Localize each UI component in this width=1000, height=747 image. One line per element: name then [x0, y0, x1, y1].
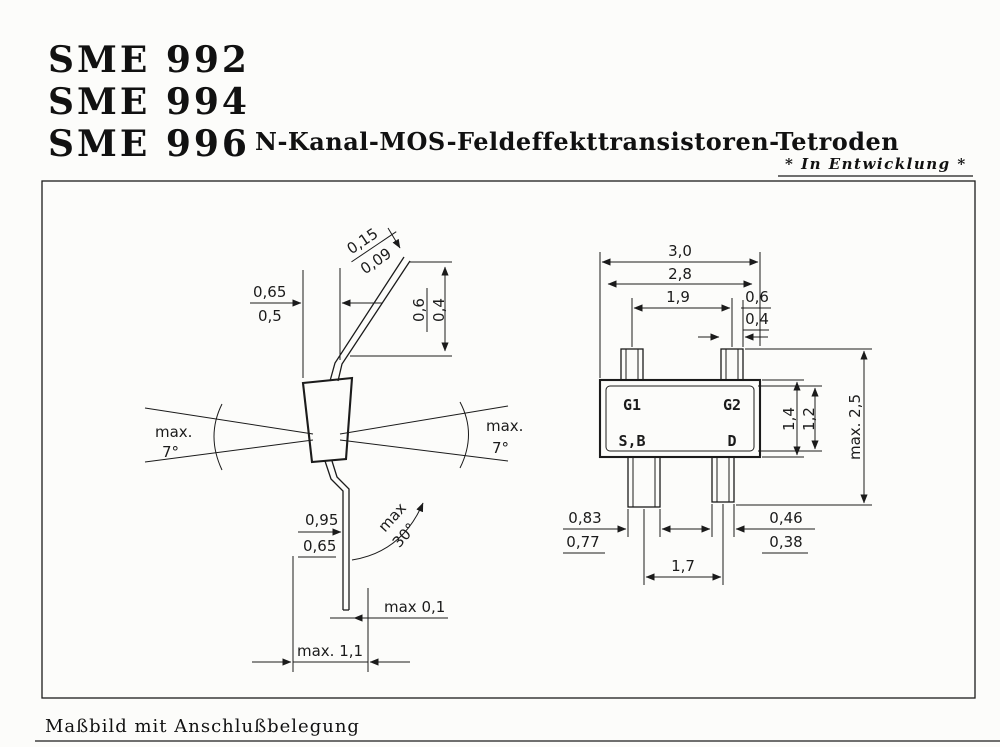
top-pin-width-min: 0,4 — [745, 310, 769, 328]
side-top-lead — [329, 256, 411, 382]
d-pin-width-min: 0,38 — [769, 533, 802, 551]
pin-label-sb: S,B — [618, 432, 645, 450]
pin-sb-lead — [627, 456, 661, 508]
side-view: 0,15 0,09 0,65 0,5 0,6 0,4 — [144, 224, 523, 672]
bottom-pin-pitch: 1,7 — [671, 557, 695, 575]
dim-lead-length-max: 0,6 — [410, 298, 428, 322]
pin-g1-lead — [620, 348, 644, 381]
dim-lead-width: 0,65 0,5 — [250, 268, 382, 378]
tilt-left-angle: 7° — [162, 443, 179, 461]
dim-lead-width-max: 0,65 — [253, 283, 286, 301]
pin-g2-lead — [720, 348, 744, 381]
dim-body-width: 3,0 2,8 — [599, 242, 761, 378]
total-height-label: max. 1,1 — [297, 642, 363, 660]
side-body-outline — [301, 376, 354, 464]
top-body-inner — [605, 385, 755, 452]
dim-tilt-right: max. 7° — [339, 401, 523, 469]
drawing-frame — [41, 180, 976, 699]
dim-bend-angle: max 30° — [351, 499, 424, 561]
model-number-2: SME 994 — [48, 81, 250, 123]
page-title: N-Kanal-MOS-Feldeffekttransistoren-Tetro… — [255, 127, 899, 156]
side-bottom-lead — [324, 460, 448, 619]
dim-lead-length-min: 0,4 — [430, 298, 448, 322]
pin-label-d: D — [727, 432, 736, 450]
top-pin-width-max: 0,6 — [745, 288, 769, 306]
dim-lead-thickness: 0,15 0,09 — [344, 224, 401, 278]
dim-top-pin-width: 0,6 0,4 — [698, 288, 771, 347]
top-pin-pitch: 1,9 — [666, 288, 690, 306]
dim-foot-length: 0,95 0,65 — [298, 511, 342, 558]
dim-sb-pin-width: 0,83 0,77 — [563, 509, 692, 554]
dim-foot-length-min: 0,65 — [303, 537, 336, 555]
sb-pin-width-min: 0,77 — [566, 533, 599, 551]
standoff-label: max 0,1 — [384, 598, 445, 616]
footer: Maßbild mit Anschlußbelegung — [35, 716, 1000, 742]
pin-label-g1: G1 — [623, 396, 641, 414]
tilt-left-prefix: max. — [155, 423, 192, 441]
drawing-caption: Maßbild mit Anschlußbelegung — [45, 716, 360, 737]
body-height-min: 1,2 — [800, 407, 818, 431]
dim-lead-width-min: 0,5 — [258, 307, 282, 325]
dim-body-height: 1,4 1,2 — [758, 379, 822, 458]
model-number-3: SME 996 — [48, 123, 250, 165]
sb-pin-width-max: 0,83 — [568, 509, 601, 527]
dim-overall-height: max. 2,5 — [736, 348, 872, 506]
dev-status-note: * In Entwicklung * — [785, 155, 967, 173]
overall-height: max. 2,5 — [846, 394, 864, 460]
tilt-right-angle: 7° — [492, 439, 509, 457]
top-view: G1 G2 S,B D 3,0 2,8 1,9 0,6 0,4 — [563, 242, 872, 585]
tilt-right-prefix: max. — [486, 417, 523, 435]
body-width-inner: 2,8 — [668, 265, 692, 283]
pin-d-lead — [711, 456, 735, 503]
pin-label-g2: G2 — [723, 396, 741, 414]
dim-lead-length: 0,6 0,4 — [350, 261, 452, 357]
body-width-outer: 3,0 — [668, 242, 692, 260]
dim-tilt-left: max. 7° — [144, 403, 314, 471]
d-pin-width-max: 0,46 — [769, 509, 802, 527]
dim-d-pin-width: 0,46 0,38 — [684, 504, 815, 554]
dim-total-height: max. 1,1 — [252, 556, 410, 672]
body-height-max: 1,4 — [780, 407, 798, 431]
model-number-1: SME 992 — [48, 39, 250, 81]
dim-bottom-pin-pitch: 1,7 — [643, 504, 724, 585]
dim-top-pin-pitch: 1,9 — [631, 288, 733, 347]
dim-foot-length-max: 0,95 — [305, 511, 338, 529]
top-body-outline — [598, 378, 762, 459]
leader-arrow — [387, 227, 401, 249]
header: SME 992 SME 994 SME 996 N-Kanal-MOS-Feld… — [48, 39, 973, 177]
